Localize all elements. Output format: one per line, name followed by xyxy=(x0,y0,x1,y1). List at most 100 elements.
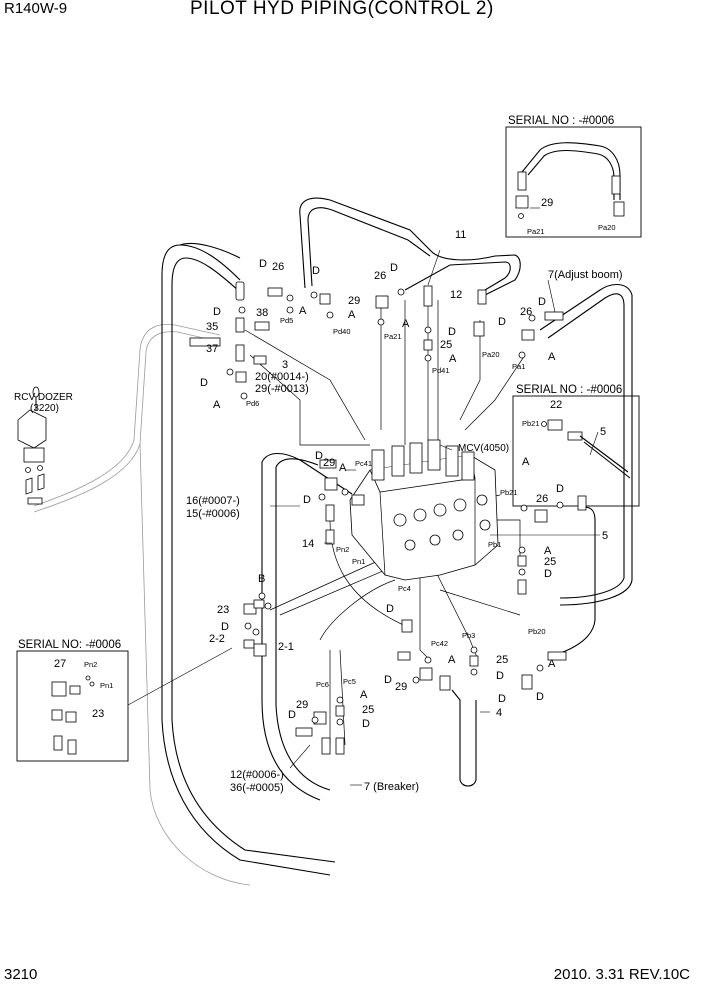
inset-port-pn2: Pn2 xyxy=(84,660,97,669)
label-37: 37 xyxy=(206,343,218,355)
serial-label-left: SERIAL NO: -#0006 xyxy=(18,639,121,651)
port-pb3: Pb3 xyxy=(462,631,475,640)
inset-port-pb21: Pb21 xyxy=(522,419,540,428)
label-D: D xyxy=(390,262,398,274)
label-A: A xyxy=(448,654,456,666)
label-11: 11 xyxy=(455,229,466,241)
port-pb21: Pb21 xyxy=(500,488,518,497)
label-A: A xyxy=(449,353,457,365)
label-D: D xyxy=(221,621,229,633)
port-pb1: Pb1 xyxy=(488,540,501,549)
label-26-c: 26 xyxy=(520,306,532,318)
inset-left-drawing xyxy=(51,675,95,755)
label-A: A xyxy=(348,309,356,321)
label-D: D xyxy=(556,483,564,495)
label-23: 23 xyxy=(217,604,229,616)
label-25-a: 25 xyxy=(440,339,452,351)
port-pc42: Pc42 xyxy=(431,639,448,648)
label-D: D xyxy=(536,691,544,703)
label-38: 38 xyxy=(256,307,268,319)
label-25-b: 25 xyxy=(544,556,556,568)
label-A: A xyxy=(548,351,556,363)
serial-inset-mid xyxy=(512,395,640,507)
label-29r: 29(-#0013) xyxy=(255,383,309,395)
fittings xyxy=(189,281,587,755)
port-pb20: Pb20 xyxy=(528,627,546,636)
port-pn2: Pn2 xyxy=(336,545,349,554)
label-29-a: 29 xyxy=(348,295,360,307)
label-25-c: 25 xyxy=(496,654,508,666)
port-pn1: Pn1 xyxy=(352,557,365,566)
port-pc4: Pc4 xyxy=(398,584,411,593)
label-29-b: 29 xyxy=(541,197,553,209)
label-20: 20(#0014-) xyxy=(255,371,309,383)
gray-hoses xyxy=(33,323,251,886)
label-D: D xyxy=(200,377,208,389)
labels: SERIAL NO : -#0006 SERIAL NO : -#0006 SE… xyxy=(14,115,623,794)
label-A: A xyxy=(544,545,552,557)
label-A: A xyxy=(213,399,221,411)
label-D: D xyxy=(498,693,506,705)
label-A: A xyxy=(360,689,368,701)
label-A: A xyxy=(299,305,307,317)
serial-label-top: SERIAL NO : -#0006 xyxy=(508,115,614,127)
label-D: D xyxy=(362,718,370,730)
label-D: D xyxy=(288,709,296,721)
label-29-c: 29 xyxy=(323,457,335,469)
label-12r: 12(#0006-) xyxy=(230,769,284,781)
label-D: D xyxy=(213,306,221,318)
label-D: D xyxy=(259,258,267,270)
port-pc5: Pc5 xyxy=(343,677,356,686)
label-14: 14 xyxy=(302,538,314,550)
label-D: D xyxy=(544,568,552,580)
label-D: D xyxy=(496,670,504,682)
label-5: 5 xyxy=(602,530,608,542)
label-D: D xyxy=(386,603,394,615)
label-22: 22 xyxy=(550,399,562,411)
port-pd40: Pd40 xyxy=(333,327,351,336)
label-29-e: 29 xyxy=(296,699,308,711)
page-number: 3210 xyxy=(4,966,38,983)
rcv-dozer-label: RCV DOZER xyxy=(14,392,73,403)
label-12: 12 xyxy=(450,289,462,301)
port-pa21: Pa21 xyxy=(384,332,402,341)
label-3: 3 xyxy=(282,359,288,371)
mcv-label: MCV(4050) xyxy=(458,443,509,454)
breaker-label: 7 (Breaker) xyxy=(364,781,419,793)
rcv-dozer-ref: (3220) xyxy=(30,403,59,414)
label-D: D xyxy=(498,316,506,328)
serial-inset-top xyxy=(505,126,642,238)
rcv-dozer-valve xyxy=(17,386,47,505)
label-A: A xyxy=(402,318,410,330)
label-29-d: 29 xyxy=(395,681,407,693)
label-4: 4 xyxy=(496,707,502,719)
label-35: 35 xyxy=(206,321,218,333)
port-pd41: Pd41 xyxy=(432,366,450,375)
label-2-1: 2-1 xyxy=(278,641,294,653)
model-name: R140W-9 xyxy=(4,0,68,17)
inset-port-pn1: Pn1 xyxy=(100,681,113,690)
label-5-inset: 5 xyxy=(600,426,606,438)
adjust-boom-label: 7(Adjust boom) xyxy=(548,269,623,281)
port-pc41: Pc41 xyxy=(355,459,372,468)
page-title: PILOT HYD PIPING(CONTROL 2) xyxy=(190,0,494,19)
mcv-block xyxy=(349,439,499,581)
label-36: 36(-#0005) xyxy=(230,782,284,794)
hoses xyxy=(161,197,633,876)
port-pa1: Pa1 xyxy=(512,362,525,371)
serial-label-mid: SERIAL NO : -#0006 xyxy=(516,384,622,396)
label-23-inset: 23 xyxy=(92,708,104,720)
label-D: D xyxy=(303,494,311,506)
label-D: D xyxy=(448,326,456,338)
label-A: A xyxy=(548,658,556,670)
inset-mid-drawing xyxy=(541,419,631,479)
label-15: 15(-#0006) xyxy=(186,508,240,520)
label-D: D xyxy=(538,296,546,308)
label-2-2: 2-2 xyxy=(209,633,225,645)
inset-port-pa21: Pa21 xyxy=(527,227,545,236)
label-26-d: 26 xyxy=(536,493,548,505)
leader-lines xyxy=(127,207,600,786)
inset-port-pa20: Pa20 xyxy=(598,223,616,232)
revision-date: 2010. 3.31 REV.10C xyxy=(553,966,690,983)
